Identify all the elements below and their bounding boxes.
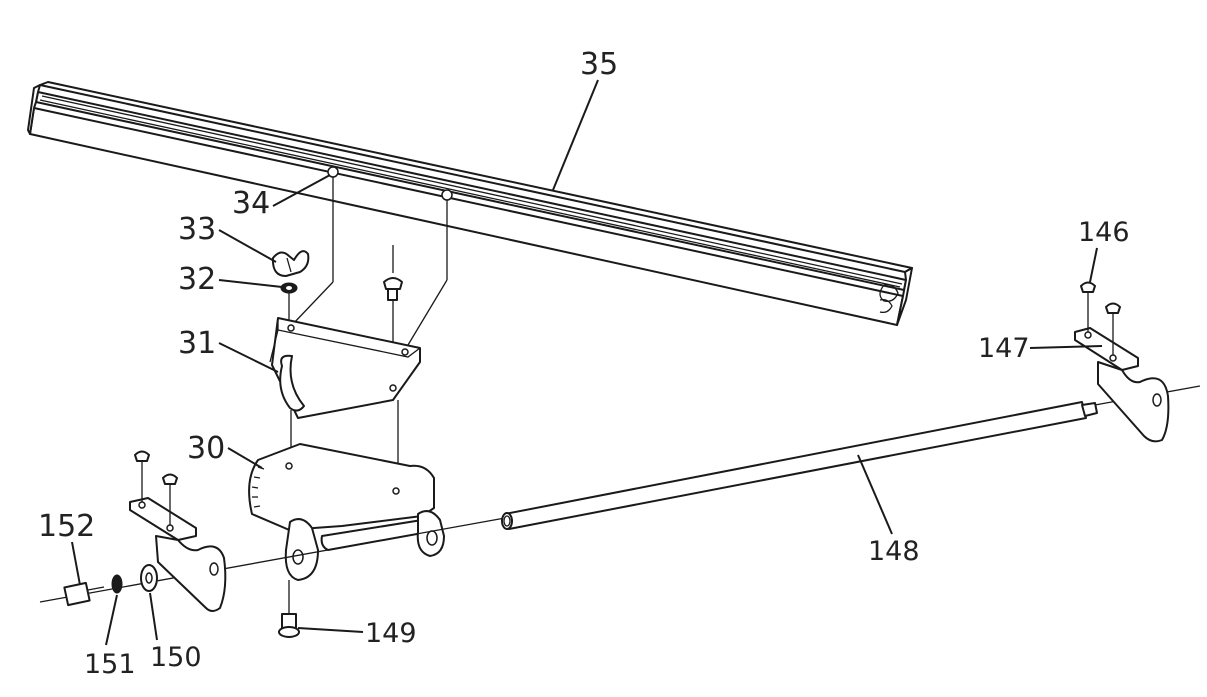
bracket-plate-31: [269, 317, 421, 419]
label-34: 34: [232, 186, 270, 221]
flat-washer-150: [140, 564, 158, 592]
left-bracket: [129, 450, 227, 612]
label-33: 33: [178, 212, 216, 247]
label-31: 31: [178, 326, 216, 361]
label-149: 149: [365, 618, 417, 649]
label-30: 30: [187, 431, 225, 466]
wing-nut-33: [271, 250, 310, 277]
label-146: 146: [1078, 217, 1130, 248]
pivot-screw-149: [278, 580, 300, 638]
rod-148: [501, 401, 1098, 530]
right-bracket-147: [1074, 281, 1170, 443]
label-150: 150: [150, 642, 202, 673]
label-151: 151: [84, 649, 136, 680]
rail-35: [27, 81, 913, 326]
axis-line-left: [39, 517, 506, 603]
label-152: 152: [38, 509, 95, 544]
label-148: 148: [868, 536, 920, 567]
label-35: 35: [580, 47, 618, 82]
label-32: 32: [178, 262, 216, 297]
carriage-screw: [383, 277, 403, 301]
label-147: 147: [978, 333, 1030, 364]
bolt-152: [63, 581, 105, 607]
leader-lines: [71, 79, 1103, 646]
assembly-lines-upper: [291, 177, 448, 351]
washer-32: [280, 282, 298, 294]
angle-plate-30: [248, 443, 445, 581]
lock-washer-151: [111, 574, 123, 594]
callouts: 35 34 33 32 31 30 146 147 148 149 150 15…: [38, 47, 1130, 680]
